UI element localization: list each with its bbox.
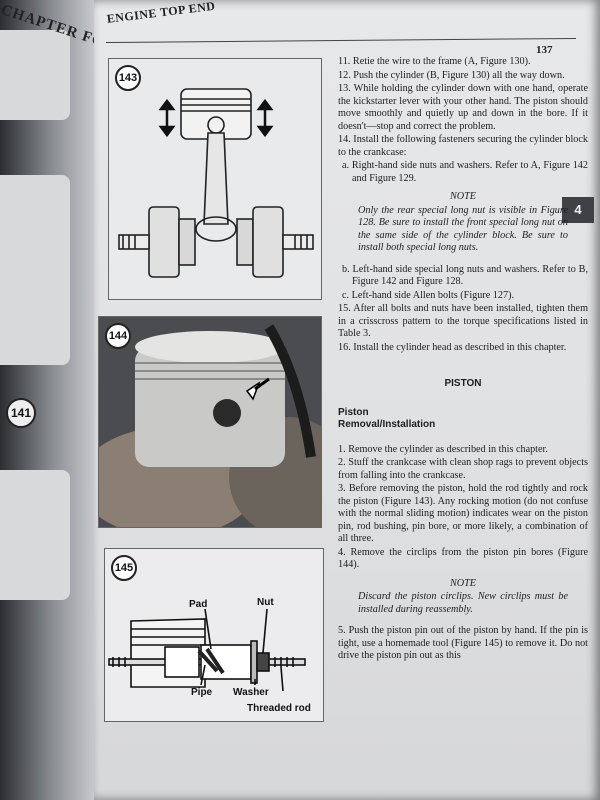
step-13: 13. While holding the cylinder down with… [338,83,588,132]
subsection-subtitle: Removal/Installation [338,419,436,430]
figure-label-threaded-rod: Threaded rod [247,703,311,714]
facing-figure-number: 141 [6,398,36,428]
step-15: 15. After all bolts and nuts have been i… [338,303,588,339]
spacer [338,256,588,264]
facing-page-strip [0,175,70,365]
facing-page-strip [0,470,70,600]
step-11: 11. Retie the wire to the frame (A, Figu… [338,56,531,67]
step-14b: b. Left-hand side special long nuts and … [342,263,588,288]
book-page: ENGINE TOP END 137 4 143 [94,0,600,800]
step-16: 16. Install the cylinder head as describ… [338,341,567,353]
figure-144: 144 [98,316,322,528]
note-body: Only the rear special long nut is visibl… [358,204,568,254]
figure-number-145: 145 [111,555,137,581]
subsection-title: Piston [338,406,369,418]
piston-pin-tool-illustration [108,608,306,692]
step-12: 12. Push the cylinder (B, Figure 130) al… [338,69,565,81]
figure-number-143: 143 [115,65,141,91]
note-title: NOTE [449,577,477,589]
step-14c: c. Left-hand side Allen bolts (Figure 12… [342,289,515,301]
facing-page: CHAPTER FOUR 141 [0,0,96,800]
figure-143: 143 [108,58,322,300]
removal-step-4: 4. Remove the circlips from the piston p… [338,546,588,571]
figure-145: 145 [104,548,324,722]
figure-label-pipe: Pipe [191,687,213,698]
facing-page-strip [0,30,70,120]
piston-circlip-photo [99,317,321,527]
figure-label-pad: Pad [189,599,208,610]
step-14: 14. Install the following fasteners secu… [338,134,588,158]
removal-step-2: 2. Stuff the crankcase with clean shop r… [338,457,588,481]
chapter-tab: 4 [562,197,594,223]
removal-step-3: 3. Before removing the piston, hold the … [338,483,588,544]
figure-label-nut: Nut [257,597,274,608]
removal-step-1: 1. Remove the cylinder as described in t… [338,443,548,455]
header-rule [106,37,576,44]
figure-number-144: 144 [105,323,131,349]
note-body: Discard the piston circlips. New circlip… [358,591,568,615]
section-title: PISTON [444,378,482,389]
spacer [338,617,588,625]
note-title: NOTE [449,191,477,202]
body-text-column: 11. Retie the wire to the frame (A, Figu… [338,56,588,664]
step-14a: a. Right-hand side nuts and washers. Ref… [342,160,588,184]
piston-rock-illustration [118,88,314,278]
removal-step-5: 5. Push the piston pin out of the piston… [338,625,588,661]
page-number: 137 [536,44,553,56]
running-header: ENGINE TOP END [106,0,217,26]
figure-label-washer: Washer [233,687,269,698]
